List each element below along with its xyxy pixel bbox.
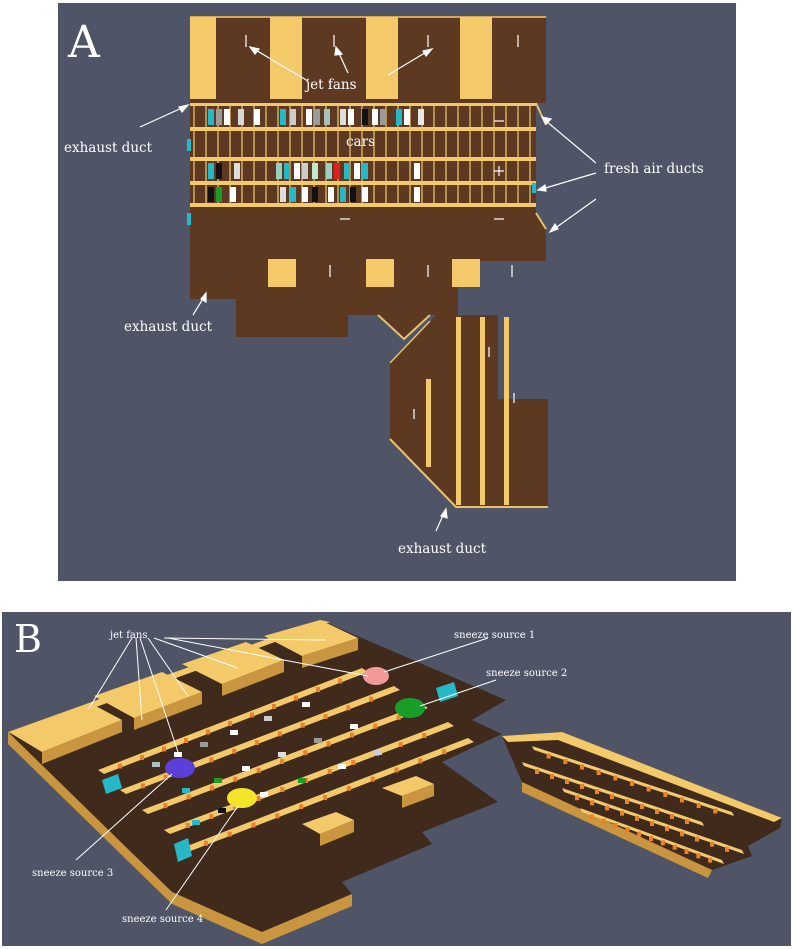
fresh-air-ducts-3d xyxy=(102,682,458,862)
label-sneeze-source-1: sneeze source 1 xyxy=(454,630,536,641)
cars-row-2 xyxy=(208,163,420,179)
ramp-floor-3d xyxy=(502,732,782,870)
jet-fan-markers-top xyxy=(245,35,519,47)
fresh-air-duct-markers xyxy=(187,139,536,225)
label-jet-fans-3d: jet fans xyxy=(110,630,148,641)
sneeze-source-4 xyxy=(227,788,257,808)
sneeze-source-2 xyxy=(395,698,425,718)
label-sneeze-source-4: sneeze source 4 xyxy=(122,914,204,925)
sneeze-source-1 xyxy=(363,667,389,685)
panel-b: B jet fans sneeze source 1 sneeze source… xyxy=(2,612,791,946)
label-sneeze-source-2: sneeze source 2 xyxy=(486,668,568,679)
panel-a-arrows xyxy=(139,45,597,532)
label-exhaust-duct-left: exhaust duct xyxy=(124,319,213,335)
wall-block xyxy=(270,17,302,99)
post-markers xyxy=(118,678,729,863)
jet-fan-markers-ramp xyxy=(413,347,515,419)
ramp-lanes xyxy=(426,317,509,505)
panel-a: A jet fans cars exhaust duct fresh air d… xyxy=(58,3,736,581)
label-cars: cars xyxy=(346,134,375,150)
label-exhaust-duct-top: exhaust duct xyxy=(64,140,153,156)
panel-b-annotation-lines xyxy=(75,637,497,911)
cars-row-1 xyxy=(208,109,424,125)
cars-3d xyxy=(152,702,382,825)
label-exhaust-duct-bottom: exhaust duct xyxy=(398,541,487,557)
panel-a-floorplan xyxy=(139,16,597,532)
sneeze-source-3 xyxy=(165,758,195,778)
panel-b-3d-model xyxy=(8,620,782,944)
wall-blocks-3d xyxy=(12,620,434,846)
label-fresh-air-ducts: fresh air ducts xyxy=(604,161,704,177)
jet-fan-markers-middle xyxy=(329,120,513,277)
wall-block xyxy=(268,259,296,287)
wall-block xyxy=(366,17,398,99)
panel-a-label: A xyxy=(68,17,100,68)
cars-row-3 xyxy=(208,187,420,202)
label-sneeze-source-3: sneeze source 3 xyxy=(32,868,114,879)
label-jet-fans: jet fans xyxy=(306,77,357,93)
wall-block xyxy=(366,259,394,287)
panel-b-label: B xyxy=(14,617,42,661)
wall-block xyxy=(190,17,216,99)
wall-block xyxy=(460,17,492,99)
wall-block xyxy=(452,259,480,287)
